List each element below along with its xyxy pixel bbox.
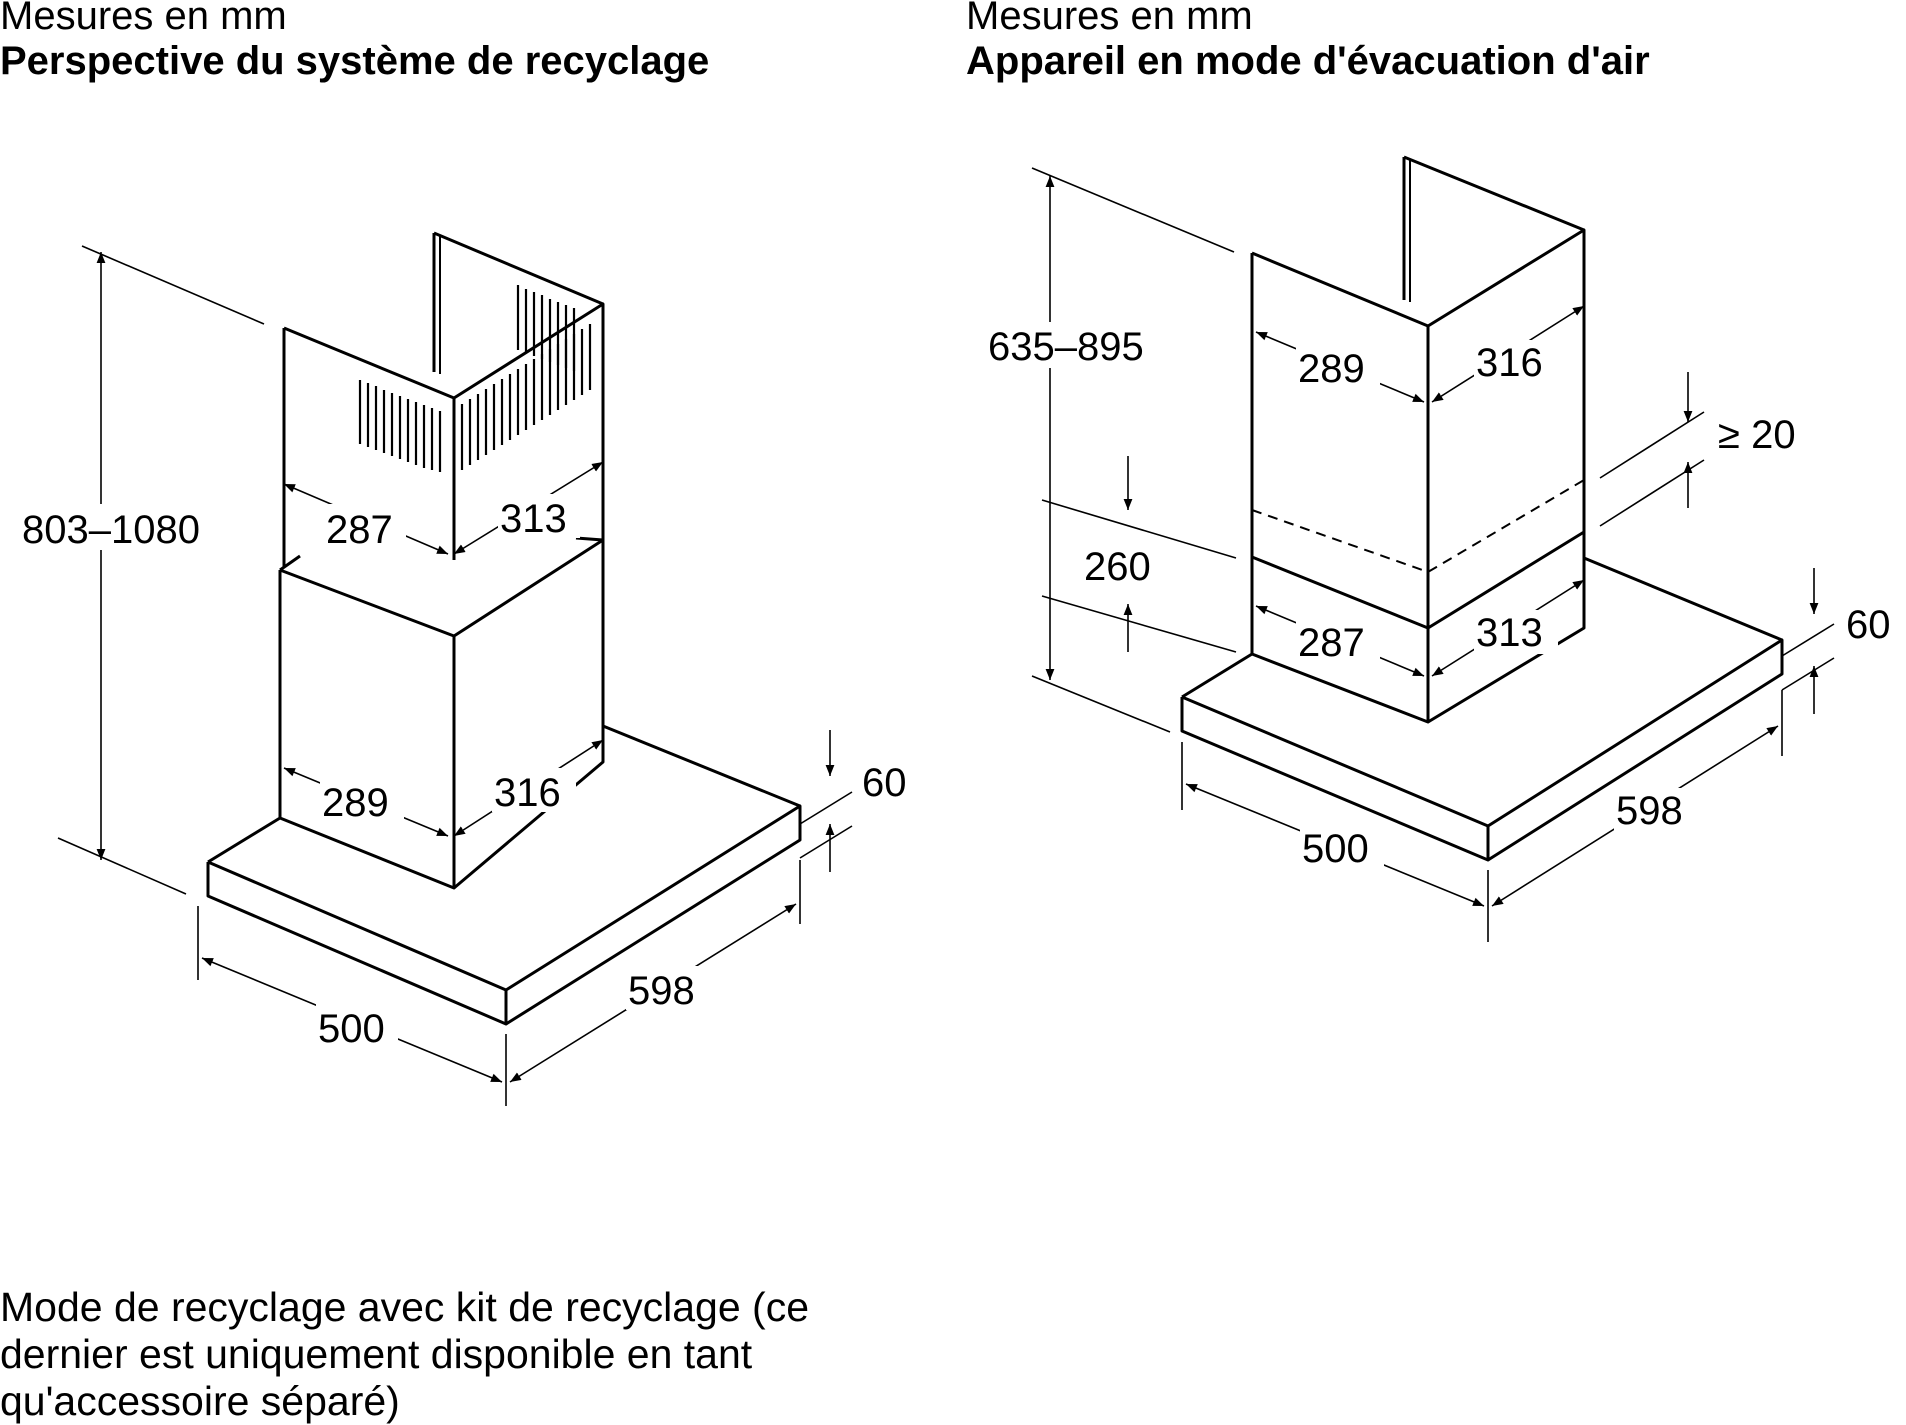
left-vent-slots-side <box>460 285 592 470</box>
left-dim-upper-left: 287 <box>326 508 393 552</box>
right-dim-lower-left: 287 <box>1298 621 1365 665</box>
left-dim-width: 598 <box>628 969 695 1013</box>
left-hood-drawing <box>206 231 802 1026</box>
right-caption: Mesures en mm Appareil en mode d'évacuat… <box>966 0 1650 84</box>
left-dim-depth: 500 <box>318 1007 385 1051</box>
right-dim-overlap: 260 <box>1084 545 1151 589</box>
footnote-line: Mode de recyclage avec kit de recyclage … <box>0 1284 810 1330</box>
left-dim-height: 803–1080 <box>22 508 200 552</box>
right-dim-width: 598 <box>1616 789 1683 833</box>
right-dim-gap: ≥ 20 <box>1718 413 1796 457</box>
left-dim-thickness: 60 <box>862 761 907 805</box>
right-dim-lower-right: 313 <box>1476 611 1543 655</box>
right-dim-upper-left: 289 <box>1298 347 1365 391</box>
left-vent-slots-front <box>358 380 442 472</box>
left-title: Perspective du système de recyclage <box>0 38 710 83</box>
right-dim-depth: 500 <box>1302 827 1369 871</box>
left-dim-lower-right: 316 <box>494 771 561 815</box>
left-upper-chimney <box>282 231 605 568</box>
right-hood-drawing <box>1180 155 1784 862</box>
left-lower-chimney <box>278 536 605 890</box>
left-dim-upper-right: 313 <box>500 497 567 541</box>
footnote: Mode de recyclage avec kit de recyclage … <box>0 1284 980 1425</box>
right-dim-thickness: 60 <box>1846 603 1891 647</box>
left-caption: Mesures en mm Perspective du système de … <box>0 0 709 84</box>
left-subtitle: Mesures en mm <box>0 0 287 38</box>
right-dimension-labels: 635–895 289 316 ≥ 20 260 287 313 60 500 … <box>986 322 1891 871</box>
left-dimension-labels: 803–1080 287 313 289 316 60 500 598 <box>20 494 907 1051</box>
footnote-line: dernier est uniquement disponible en tan… <box>0 1331 753 1377</box>
right-title: Appareil en mode d'évacuation d'air <box>966 38 1650 83</box>
right-subtitle: Mesures en mm <box>966 0 1253 38</box>
right-dim-height: 635–895 <box>988 325 1144 369</box>
right-dimension-lines <box>1031 167 1835 942</box>
right-dim-upper-right: 316 <box>1476 341 1543 385</box>
left-dim-lower-left: 289 <box>322 781 389 825</box>
footnote-line: qu'accessoire séparé) <box>0 1378 400 1424</box>
right-upper-chimney <box>1250 155 1586 628</box>
